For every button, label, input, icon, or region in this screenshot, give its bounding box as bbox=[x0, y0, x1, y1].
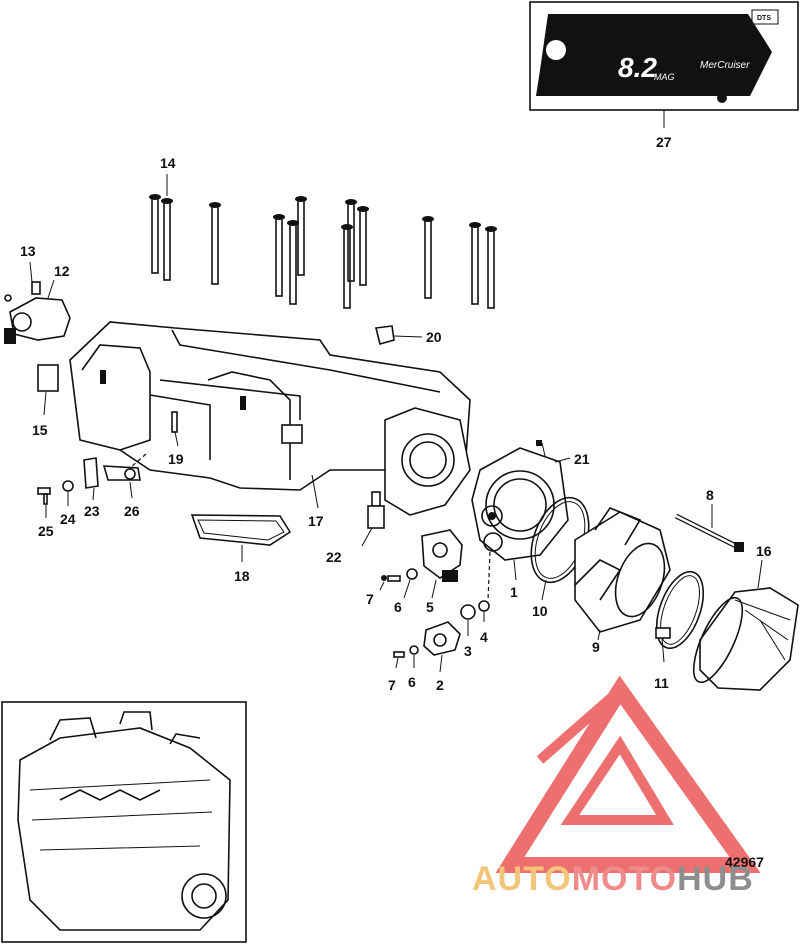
idle-air-control-assembly bbox=[4, 281, 71, 344]
callout-21: 21 bbox=[574, 451, 590, 467]
flame-arrestor-adapter bbox=[574, 507, 671, 633]
part-20-fitting bbox=[375, 325, 395, 345]
watermark-part3: HUB bbox=[677, 860, 754, 898]
idle-air-valve-2 bbox=[393, 600, 490, 658]
callout-23: 23 bbox=[84, 503, 100, 519]
throttle-body bbox=[471, 440, 569, 561]
callout-10: 10 bbox=[532, 603, 548, 619]
callout-20: 20 bbox=[426, 329, 442, 345]
callout-6b: 6 bbox=[408, 674, 416, 690]
rod-8-nut bbox=[734, 542, 744, 552]
callout-19: 19 bbox=[168, 451, 184, 467]
bolt-set bbox=[149, 194, 497, 309]
callout-22: 22 bbox=[326, 549, 342, 565]
callout-14: 14 bbox=[160, 155, 176, 171]
callout-1: 1 bbox=[510, 584, 518, 600]
callout-2: 2 bbox=[436, 677, 444, 693]
callout-13: 13 bbox=[20, 243, 36, 259]
flame-arrestor-16 bbox=[692, 587, 799, 691]
decal-brand-text: MerCruiser bbox=[700, 60, 750, 71]
decal-model-text: 8.2 bbox=[618, 52, 657, 83]
callout-6: 6 bbox=[394, 599, 402, 615]
callout-15: 15 bbox=[32, 422, 48, 438]
decal-badge-text: DTS bbox=[757, 15, 771, 22]
callout-11: 11 bbox=[654, 675, 669, 691]
callout-26: 26 bbox=[124, 503, 140, 519]
callout-27: 27 bbox=[656, 134, 672, 150]
watermark-logo bbox=[495, 675, 761, 873]
clamp-11 bbox=[655, 570, 705, 650]
intake-manifold-plenum bbox=[69, 321, 471, 516]
watermark-part2: MOTO bbox=[571, 860, 678, 898]
watermark-text: AUTOMOTOHUB bbox=[472, 860, 754, 899]
small-fasteners-group bbox=[37, 457, 141, 505]
sensor-22 bbox=[367, 491, 385, 529]
watermark-part1: AUTO bbox=[472, 860, 572, 898]
callout-8: 8 bbox=[706, 487, 714, 503]
part-19-fitting bbox=[171, 411, 178, 433]
callout-17: 17 bbox=[308, 513, 324, 529]
callout-18: 18 bbox=[234, 568, 250, 584]
throttle-position-sensor bbox=[381, 529, 463, 582]
callout-9: 9 bbox=[592, 639, 600, 655]
part-15-block bbox=[37, 364, 59, 392]
callout-25: 25 bbox=[38, 523, 54, 539]
figure-number: 42967 bbox=[725, 854, 764, 870]
callout-24: 24 bbox=[60, 511, 76, 527]
callout-16: 16 bbox=[756, 543, 772, 559]
callout-12: 12 bbox=[54, 263, 70, 279]
callout-7: 7 bbox=[366, 591, 374, 607]
callout-4: 4 bbox=[480, 629, 488, 645]
callout-5: 5 bbox=[426, 599, 434, 615]
decal-panel: 8.2 MAG MerCruiser DTS bbox=[529, 1, 799, 111]
callout-7b: 7 bbox=[388, 677, 396, 693]
engine-locator-inset bbox=[1, 701, 247, 943]
decal-sub-text: MAG bbox=[654, 72, 675, 82]
gasket-18 bbox=[190, 514, 292, 546]
callout-3: 3 bbox=[464, 643, 472, 659]
